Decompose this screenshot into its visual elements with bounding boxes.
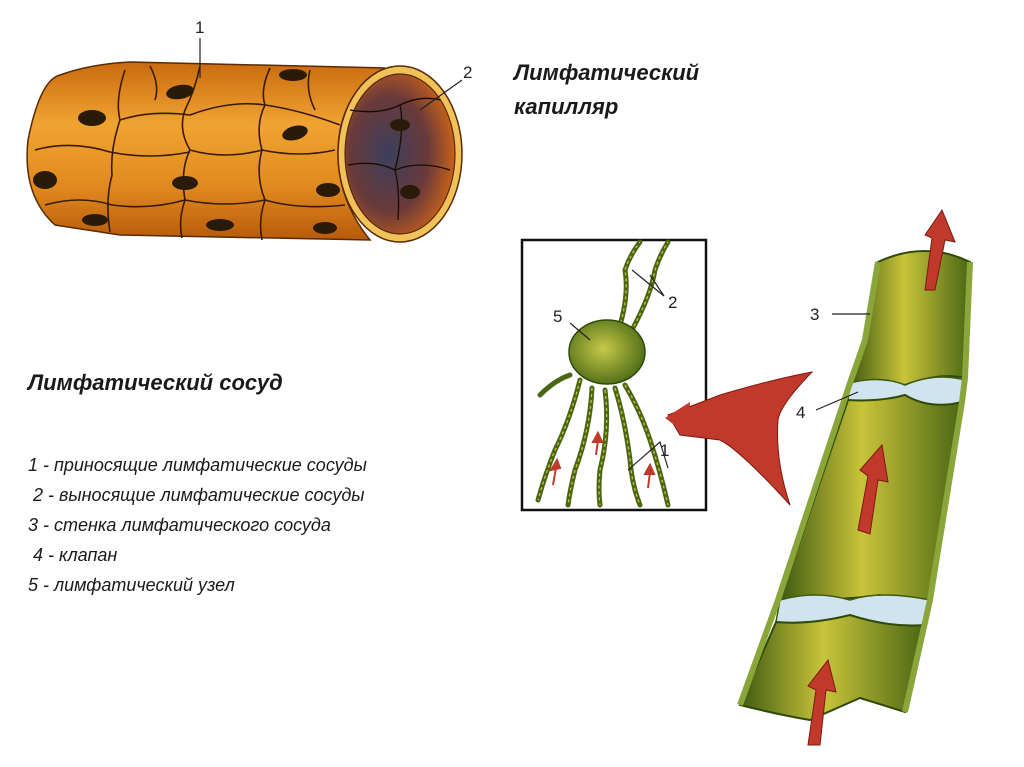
capillary-marker-1: 1 bbox=[195, 18, 204, 37]
lymph-node-inset: 5 2 1 bbox=[520, 238, 708, 512]
node-marker-1: 1 bbox=[660, 441, 669, 460]
legend-item-4: 4 - клапан bbox=[28, 545, 118, 565]
capillary-title: Лимфатический капилляр bbox=[514, 56, 794, 124]
node-marker-2: 2 bbox=[668, 293, 677, 312]
capillary-title-line2: капилляр bbox=[514, 94, 619, 119]
capillary-illustration: 1 2 bbox=[26, 18, 472, 243]
vessel-marker-3: 3 bbox=[810, 305, 819, 324]
vessel-title: Лимфатический сосуд bbox=[28, 370, 283, 395]
legend: 1 - приносящие лимфатические сосуды 2 - … bbox=[28, 450, 498, 600]
legend-item-1: 1 - приносящие лимфатические сосуды bbox=[28, 455, 367, 475]
pointer-arrow bbox=[667, 371, 814, 506]
capillary-marker-2: 2 bbox=[463, 63, 472, 82]
pointer-arrowhead bbox=[665, 402, 690, 435]
vessel-illustration: 3 4 bbox=[737, 208, 973, 746]
legend-item-5: 5 - лимфатический узел bbox=[28, 575, 235, 595]
vessel-marker-4: 4 bbox=[796, 403, 805, 422]
legend-item-2: 2 - выносящие лимфатические сосуды bbox=[28, 485, 365, 505]
legend-item-3: 3 - стенка лимфатического сосуда bbox=[28, 515, 331, 535]
capillary-title-line1: Лимфатический bbox=[514, 60, 700, 85]
node-marker-5: 5 bbox=[553, 307, 562, 326]
